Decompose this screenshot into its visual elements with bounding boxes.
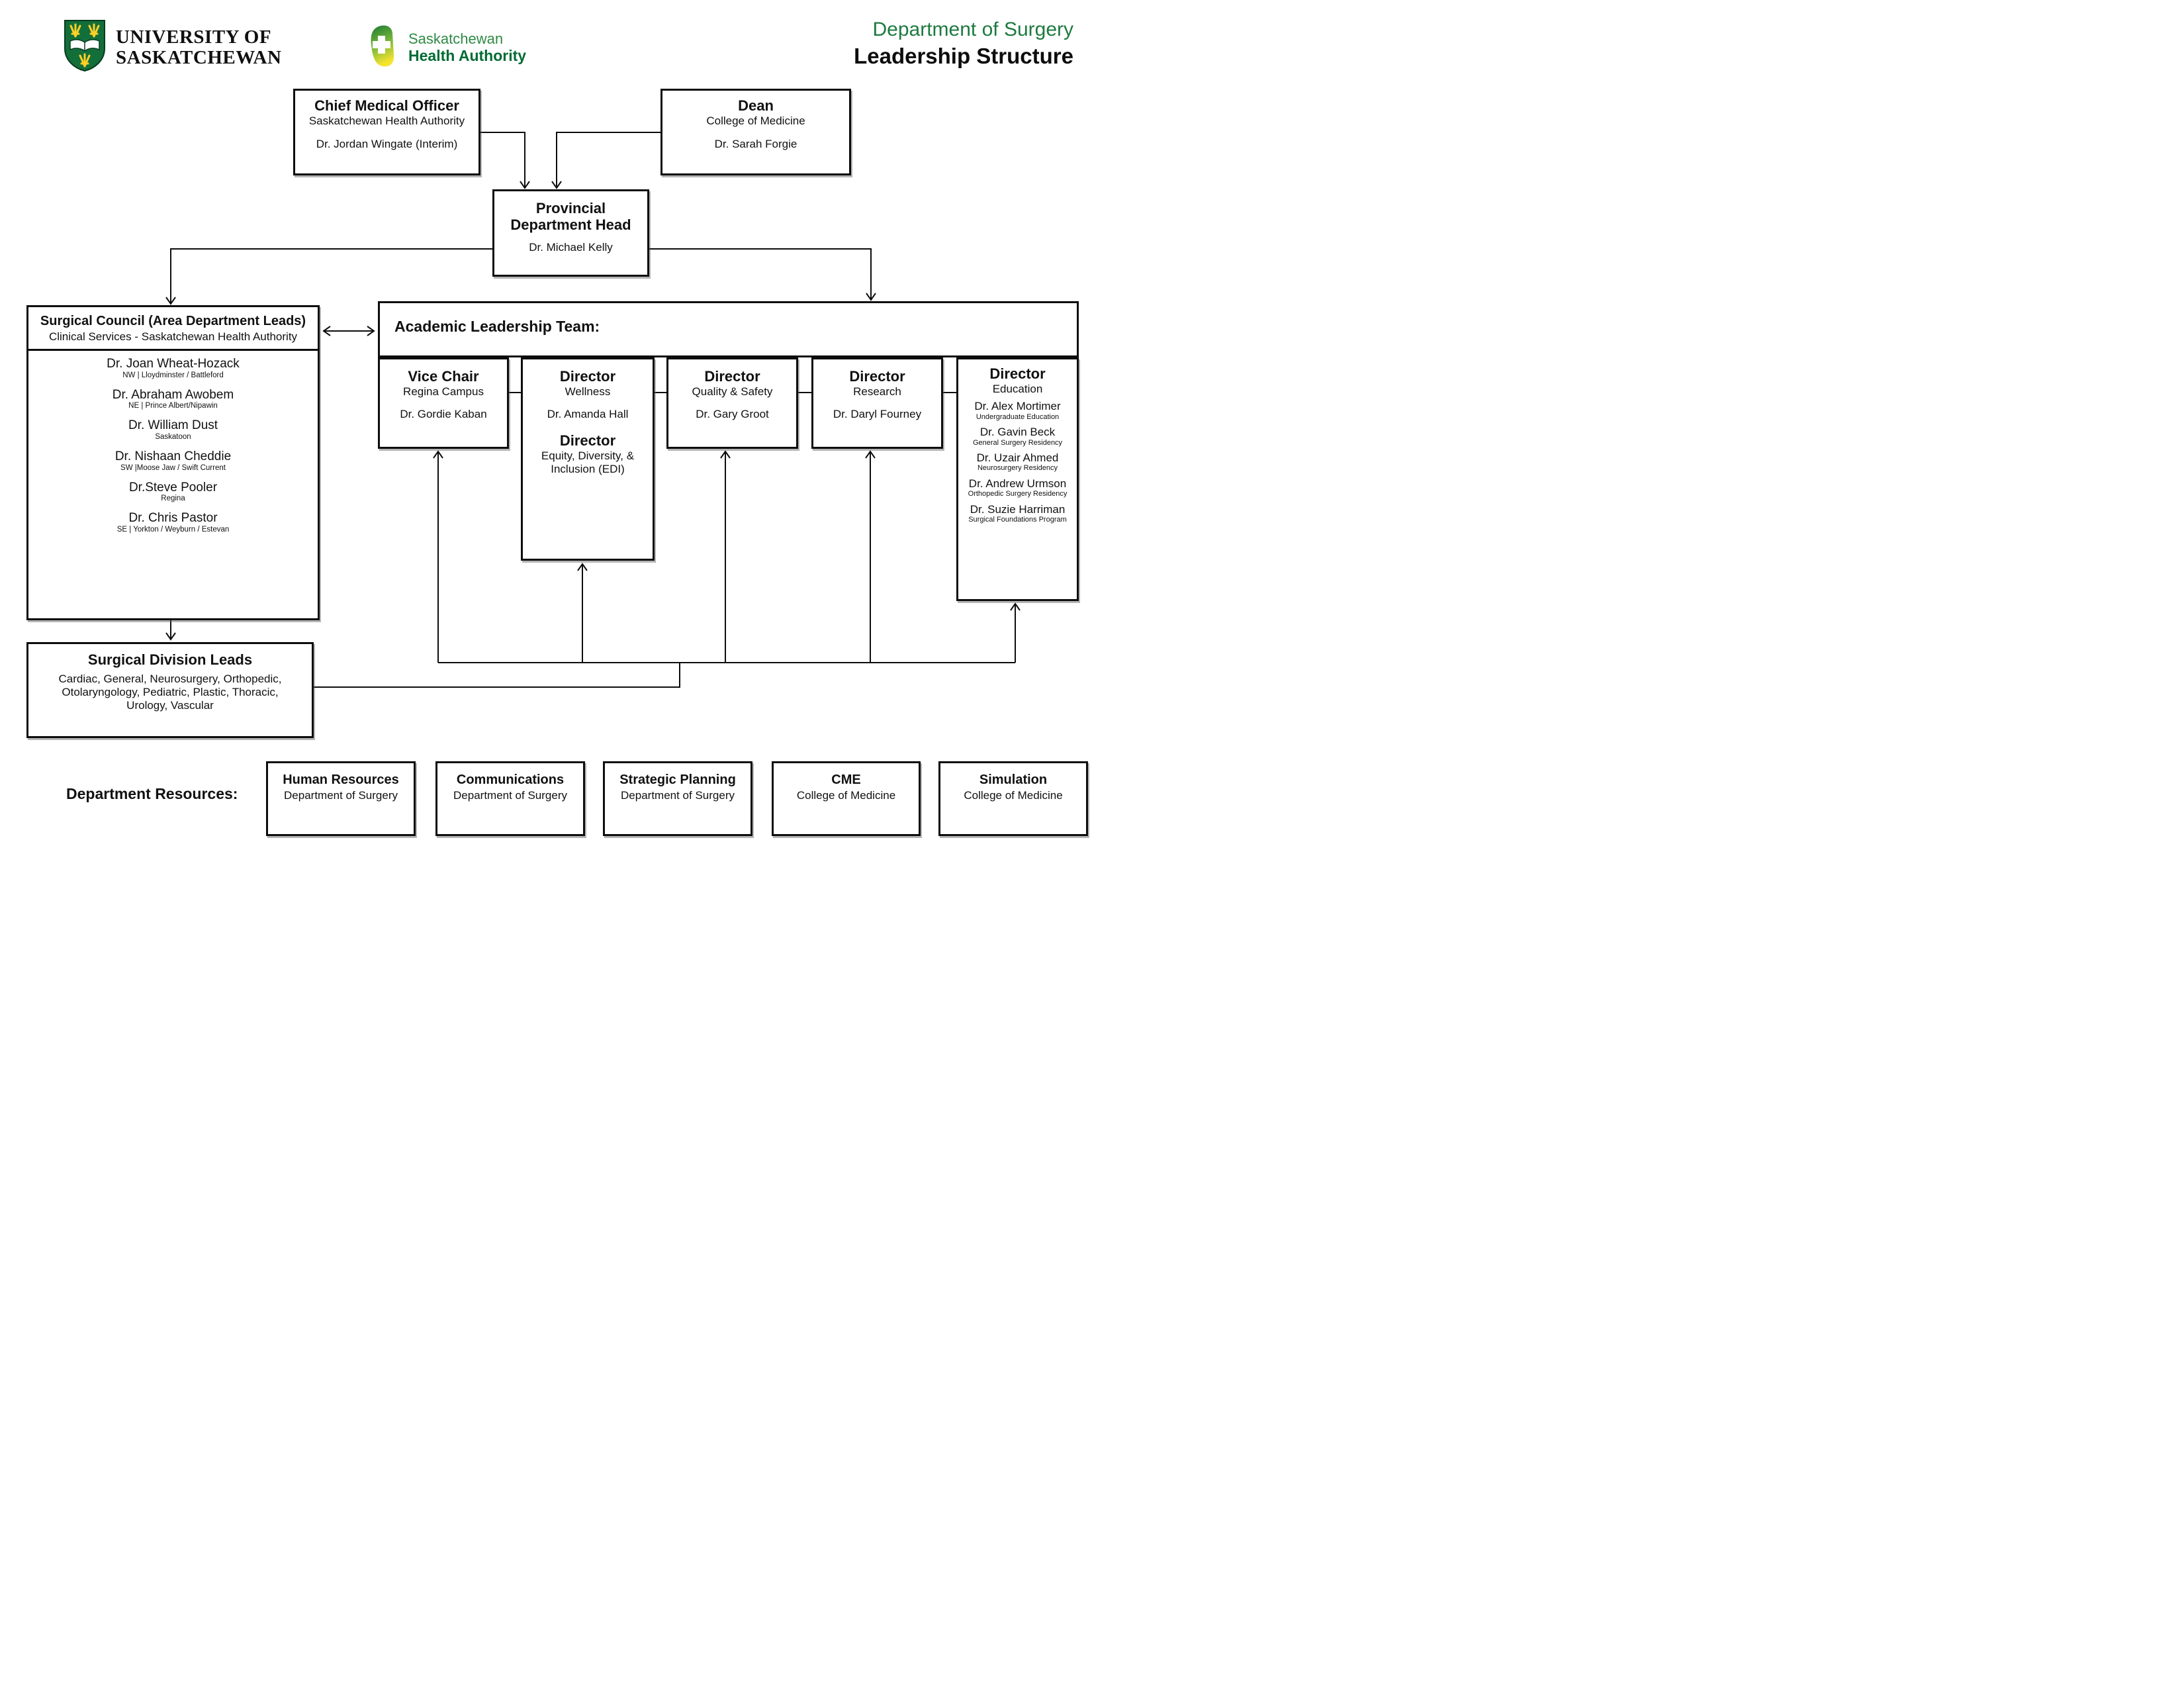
quality-safety-box: Director Quality & Safety Dr. Gary Groot: [666, 357, 798, 449]
council-to-sdl-arrow: [165, 620, 176, 641]
wellness-name: Dr. Amanda Hall: [547, 408, 629, 421]
resource-cme-box: CME College of Medicine: [772, 761, 921, 836]
vice-chair-box: Vice Chair Regina Campus Dr. Gordie Kaba…: [378, 357, 509, 449]
quality-role: Director: [704, 368, 760, 385]
sdl-title: Surgical Division Leads: [87, 651, 253, 668]
edi-block: Director Equity, Diversity, & Inclusion …: [523, 432, 653, 476]
pdh-title: Provincial Department Head: [510, 200, 631, 233]
dean-org: College of Medicine: [706, 114, 805, 127]
council-alt-double-arrow: [322, 326, 375, 336]
sha-logo-line1: Saskatchewan: [408, 30, 504, 48]
sha-logo: Saskatchewan Health Authority: [366, 24, 526, 72]
vice-chair-role: Vice Chair: [408, 368, 479, 385]
quality-name: Dr. Gary Groot: [696, 408, 769, 421]
uofs-logo-text: UNIVERSITY OF SASKATCHEWAN: [116, 27, 281, 67]
pdh-to-alt-arrow: [649, 248, 876, 301]
council-member: Dr. Joan Wheat-Hozack NW | Lloydminster …: [107, 357, 240, 379]
council-member: Dr. Chris Pastor SE | Yorkton / Weyburn …: [116, 511, 230, 534]
surgical-council-title: Surgical Council (Area Department Leads): [40, 314, 306, 328]
wellness-role: Director: [559, 368, 616, 385]
resource-simulation-box: Simulation College of Medicine: [938, 761, 1088, 836]
education-member: Dr. Alex Mortimer Undergraduate Educatio…: [974, 400, 1061, 421]
sha-logo-text: Saskatchewan Health Authority: [408, 31, 526, 64]
edi-role: Director: [559, 432, 616, 449]
sha-cross-icon: [366, 24, 400, 72]
education-member: Dr. Suzie Harriman Surgical Foundations …: [968, 502, 1067, 524]
document-title-line1: Department of Surgery: [872, 19, 1073, 40]
uofs-logo-line2: SASKATCHEWAN: [116, 46, 282, 68]
council-member: Dr.Steve Pooler Regina: [128, 480, 218, 503]
education-member: Dr. Andrew Urmson Orthopedic Surgery Res…: [968, 477, 1068, 498]
dean-name: Dr. Sarah Forgie: [714, 138, 797, 151]
council-member: Dr. Abraham Awobem NE | Prince Albert/Ni…: [112, 387, 234, 410]
education-member: Dr. Uzair Ahmed Neurosurgery Residency: [976, 451, 1059, 473]
cmo-name: Dr. Jordan Wingate (Interim): [316, 138, 458, 151]
department-resources-label: Department Resources:: [66, 785, 238, 802]
cmo-to-pdh-arrow: [480, 132, 530, 189]
surgical-council-members: Dr. Joan Wheat-Hozack NW | Lloydminster …: [28, 351, 318, 535]
council-member: Dr. Nishaan Cheddie SW |Moose Jaw / Swif…: [114, 449, 232, 472]
education-unit: Education: [992, 382, 1043, 395]
pdh-name: Dr. Michael Kelly: [529, 241, 613, 254]
vice-chair-name: Dr. Gordie Kaban: [400, 408, 487, 421]
uofs-shield-icon: [63, 19, 107, 76]
dean-to-pdh-arrow: [551, 132, 660, 189]
org-chart-page: UNIVERSITY OF SASKATCHEWAN Saskatchewan …: [0, 0, 1092, 844]
resource-communications-box: Communications Department of Surgery: [435, 761, 585, 836]
sdl-specialties: Cardiac, General, Neurosurgery, Orthoped…: [58, 672, 282, 712]
trunk-to-quality-arrow: [720, 450, 731, 663]
cmo-title: Chief Medical Officer: [314, 97, 459, 114]
vice-chair-unit: Regina Campus: [403, 385, 484, 398]
wellness-unit: Wellness: [565, 385, 611, 398]
provincial-department-head-box: Provincial Department Head Dr. Michael K…: [492, 189, 649, 277]
resource-strategic-planning-box: Strategic Planning Department of Surgery: [603, 761, 752, 836]
trunk-to-research-arrow: [865, 450, 876, 663]
academic-leadership-team-box: Academic Leadership Team:: [378, 301, 1079, 357]
dean-title: Dean: [738, 97, 774, 114]
surgical-council-box: Surgical Council (Area Department Leads)…: [26, 305, 320, 620]
surgical-council-subtitle: Clinical Services - Saskatchewan Health …: [48, 330, 298, 343]
sdl-feed-line: [314, 662, 1015, 688]
council-member: Dr. William Dust Saskatoon: [128, 418, 218, 442]
trunk-to-vicechair-arrow: [433, 450, 443, 663]
research-role: Director: [849, 368, 905, 385]
education-box: Director Education Dr. Alex Mortimer Und…: [956, 357, 1079, 601]
research-unit: Research: [853, 385, 901, 398]
pdh-to-council-arrow: [165, 248, 492, 305]
document-title-line2: Leadership Structure: [854, 43, 1073, 68]
research-box: Director Research Dr. Daryl Fourney: [811, 357, 943, 449]
uofs-logo-line1: UNIVERSITY OF: [116, 26, 272, 48]
trunk-to-education-arrow: [1010, 602, 1021, 663]
research-name: Dr. Daryl Fourney: [833, 408, 922, 421]
alt-title: Academic Leadership Team:: [394, 318, 600, 335]
document-title: Department of Surgery Leadership Structu…: [854, 17, 1073, 70]
cmo-org: Saskatchewan Health Authority: [308, 114, 465, 127]
surgical-council-header: Surgical Council (Area Department Leads)…: [28, 307, 318, 351]
chief-medical-officer-box: Chief Medical Officer Saskatchewan Healt…: [293, 89, 480, 175]
trunk-to-edi-arrow: [577, 563, 588, 663]
edi-unit: Equity, Diversity, & Inclusion (EDI): [541, 449, 635, 476]
quality-unit: Quality & Safety: [692, 385, 773, 398]
education-member: Dr. Gavin Beck General Surgery Residency: [972, 425, 1063, 447]
wellness-edi-box: Director Wellness Dr. Amanda Hall Direct…: [521, 357, 655, 561]
education-role: Director: [989, 365, 1046, 382]
uofs-logo: UNIVERSITY OF SASKATCHEWAN: [63, 19, 281, 76]
dean-box: Dean College of Medicine Dr. Sarah Forgi…: [660, 89, 851, 175]
surgical-division-leads-box: Surgical Division Leads Cardiac, General…: [26, 642, 314, 738]
sha-logo-line2: Health Authority: [408, 46, 527, 64]
resource-human-resources-box: Human Resources Department of Surgery: [266, 761, 416, 836]
